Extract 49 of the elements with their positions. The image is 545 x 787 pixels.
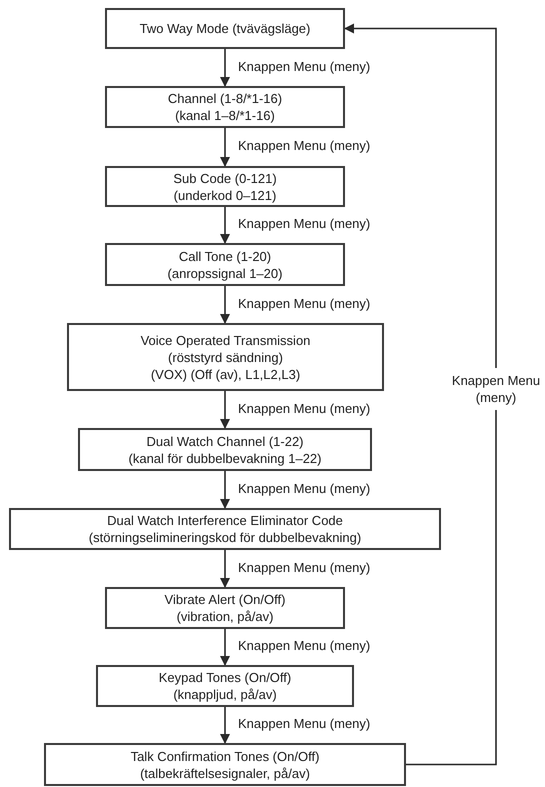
box-text: Voice Operated Transmission [140,332,310,348]
box-text: (vibration, på/av) [176,608,274,625]
arrow [220,629,230,666]
box-text: Vibrate Alert (On/Off) [164,591,286,608]
box-text: Sub Code (0-121) [173,170,277,186]
arrow [220,128,230,167]
box-text: Dual Watch Interference Eliminator Code [107,512,343,529]
arrow [220,707,230,744]
process-box [44,743,406,786]
box-text: (anropssignal 1–20) [168,264,282,282]
edge-label: Knappen Menu (meny) [238,138,370,154]
arrow [220,49,230,87]
edge-label: Knappen Menu (meny) [238,58,370,74]
arrow [220,391,230,429]
edge-label: Knappen Menu (meny) [238,216,370,232]
box-text: (störningselimineringskod för dubbelbevakning) [88,529,362,546]
process-box [105,86,345,128]
arrow [220,286,230,324]
process-box [105,243,345,286]
box-text: Channel (1-8/*1-16) [168,90,282,107]
edge-label: Knappen Menu (meny) [238,560,370,576]
box-text: (knappljud, på/av) [173,686,277,703]
process-box [67,323,384,391]
arrow [344,24,497,766]
box-text: Dual Watch Channel (1-22) [146,432,304,450]
edge-label: Knappen Menu (meny) [238,400,370,416]
box-text: (kanal 1–8/*1-16) [175,107,275,124]
edge-label: Knappen Menu (meny) [238,638,370,654]
box-text: (kanal för dubbelbevakning 1–22) [128,450,322,466]
box-text: (talbekräftelsesignaler, på/av) [140,764,310,782]
process-box [96,665,354,707]
box-text: (underkod 0–121) [174,186,276,204]
box-text: Talk Confirmation Tones (On/Off) [130,748,320,764]
process-box [105,166,345,207]
edge-label: Knappen Menu (meny) [238,716,370,732]
process-box [105,8,345,49]
box-text: (röststyrd sändning) [168,348,283,366]
box-text: Keypad Tones (On/Off) [158,669,292,686]
edge-label: Knappen Menu (meny) [238,480,370,496]
box-text: Two Way Mode (tvävägsläge) [140,20,310,37]
arrow [220,550,230,588]
arrow [220,471,230,509]
box-text: Call Tone (1-20) [178,248,272,264]
box-text: (VOX) (Off (av), L1,L2,L3) [150,366,300,382]
process-box [9,508,441,550]
edge-label: Knappen Menu (meny) [238,296,370,312]
process-box [105,587,345,629]
arrow [220,207,230,244]
process-box [78,428,372,471]
